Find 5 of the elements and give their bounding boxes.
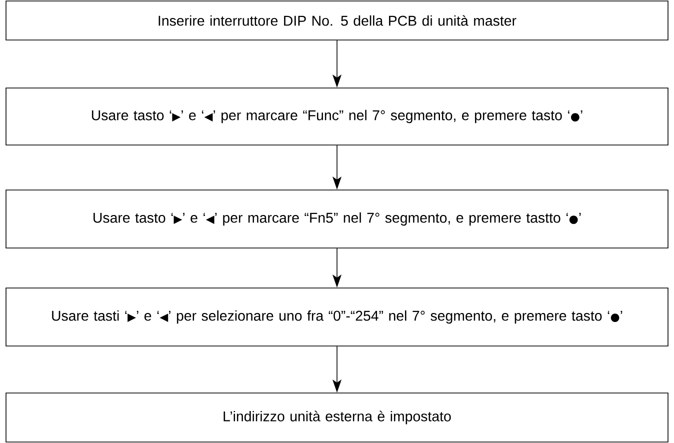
process-box: L’indirizzo unità esterna è impostato <box>6 392 668 442</box>
process-box: Inserire interruttore DIP No. 5 della PCB di unità master <box>6 0 668 40</box>
process-box: Usare tasto ‘▶’ e ‘◀’ per marcare “Fn5” nel 7° segmento, e premere tastto ‘●’ <box>6 190 668 248</box>
process-box: Usare tasti ‘▶’ e ‘◀’ per selezionare uno fra “0”-“254” nel 7° segmento, e premere tasto ‘●’ <box>6 288 668 346</box>
process-box: Usare tasto ‘▶’ e ‘◀’ per marcare “Func” nel 7° segmento, e premere tasto ‘●’ <box>6 88 668 146</box>
